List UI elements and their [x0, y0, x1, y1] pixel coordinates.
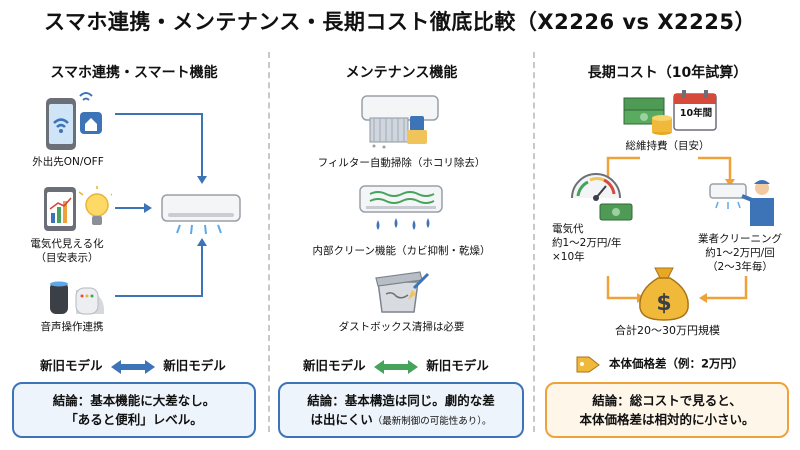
double-arrow-icon [110, 359, 155, 374]
column-divider [268, 52, 270, 432]
tablet-chart-icon [44, 186, 112, 231]
price-tag-icon [576, 356, 600, 373]
feature-auto-filter-clean: フィルター自動掃除（ホコリ除去） [317, 157, 486, 169]
compare-label-new: 新旧モデル [426, 358, 489, 373]
money-stack-icon [623, 97, 672, 135]
calendar-icon [673, 90, 717, 131]
cost-flow-arrows [603, 156, 748, 303]
column-heading-maintenance: メンテナンス機能 [345, 65, 458, 81]
meter-icon [571, 173, 621, 201]
feature-electricity-visual: 電気代見える化 （目安表示） [30, 238, 104, 265]
smartphone-wifi-icon [46, 92, 102, 150]
total-sum-label: 合計20～30万円規模 [615, 324, 720, 337]
conclusion-box-maintenance: 結論：基本構造は同じ。劇的な差 は出にくい（最新制御の可能性あり）。 [278, 382, 524, 438]
conclusion-box-cost: 結論：総コストで見ると、 本体価格差は相対的に小さい。 [545, 382, 789, 438]
dust-box-icon [375, 271, 430, 313]
column-heading-smart: スマホ連携・スマート機能 [50, 65, 218, 81]
compare-row-smart: 新旧モデル 新旧モデル [40, 355, 226, 374]
feature-voice-control: 音声操作連携 [40, 321, 104, 333]
cleaner-person-icon [709, 180, 774, 226]
double-arrow-icon [373, 359, 418, 374]
column-heading-cost: 長期コスト（10年試算） [587, 65, 748, 81]
price-diff-label: 本体価格差（例：2万円） [609, 356, 744, 371]
svg-text:$: $ [656, 291, 671, 316]
compare-label-new: 新旧モデル [163, 358, 226, 373]
money-bag-icon: $ [639, 267, 689, 321]
cleaning-cost-label: 業者クリーニング 約1～2万円/回 （2～3年毎） [698, 233, 782, 274]
compare-label-old: 新旧モデル [303, 358, 366, 373]
compare-row-maintenance: 新旧モデル 新旧モデル [303, 355, 489, 374]
page-title: スマホ連携・メンテナンス・長期コスト徹底比較（X2226 vs X2225） [43, 10, 757, 34]
electricity-cost-label: 電気代 約1～2万円/年 ×10年 [552, 223, 622, 264]
filter-cleaning-icon [361, 95, 439, 149]
cash-icon [599, 203, 633, 221]
air-conditioner-icon [161, 194, 241, 235]
price-diff-row: 本体価格差（例：2万円） [575, 355, 744, 373]
total-maintenance-label: 総維持費（目安） [625, 140, 710, 152]
column-divider [533, 52, 535, 432]
smart-speaker-icon [50, 281, 104, 315]
feature-remote-onoff: 外出先ON/OFF [32, 156, 104, 168]
internal-clean-icon [359, 185, 443, 230]
feature-internal-clean: 内部クリーン機能（カビ抑制・乾燥） [312, 245, 491, 257]
compare-label-old: 新旧モデル [40, 358, 103, 373]
connection-arrows [115, 113, 207, 297]
calendar-label: 10年間 [679, 108, 713, 119]
conclusion-box-smart: 結論：基本機能に大差なし。 「あると便利」レベル。 [12, 382, 256, 438]
feature-dust-box: ダストボックス清掃は必要 [338, 321, 465, 333]
